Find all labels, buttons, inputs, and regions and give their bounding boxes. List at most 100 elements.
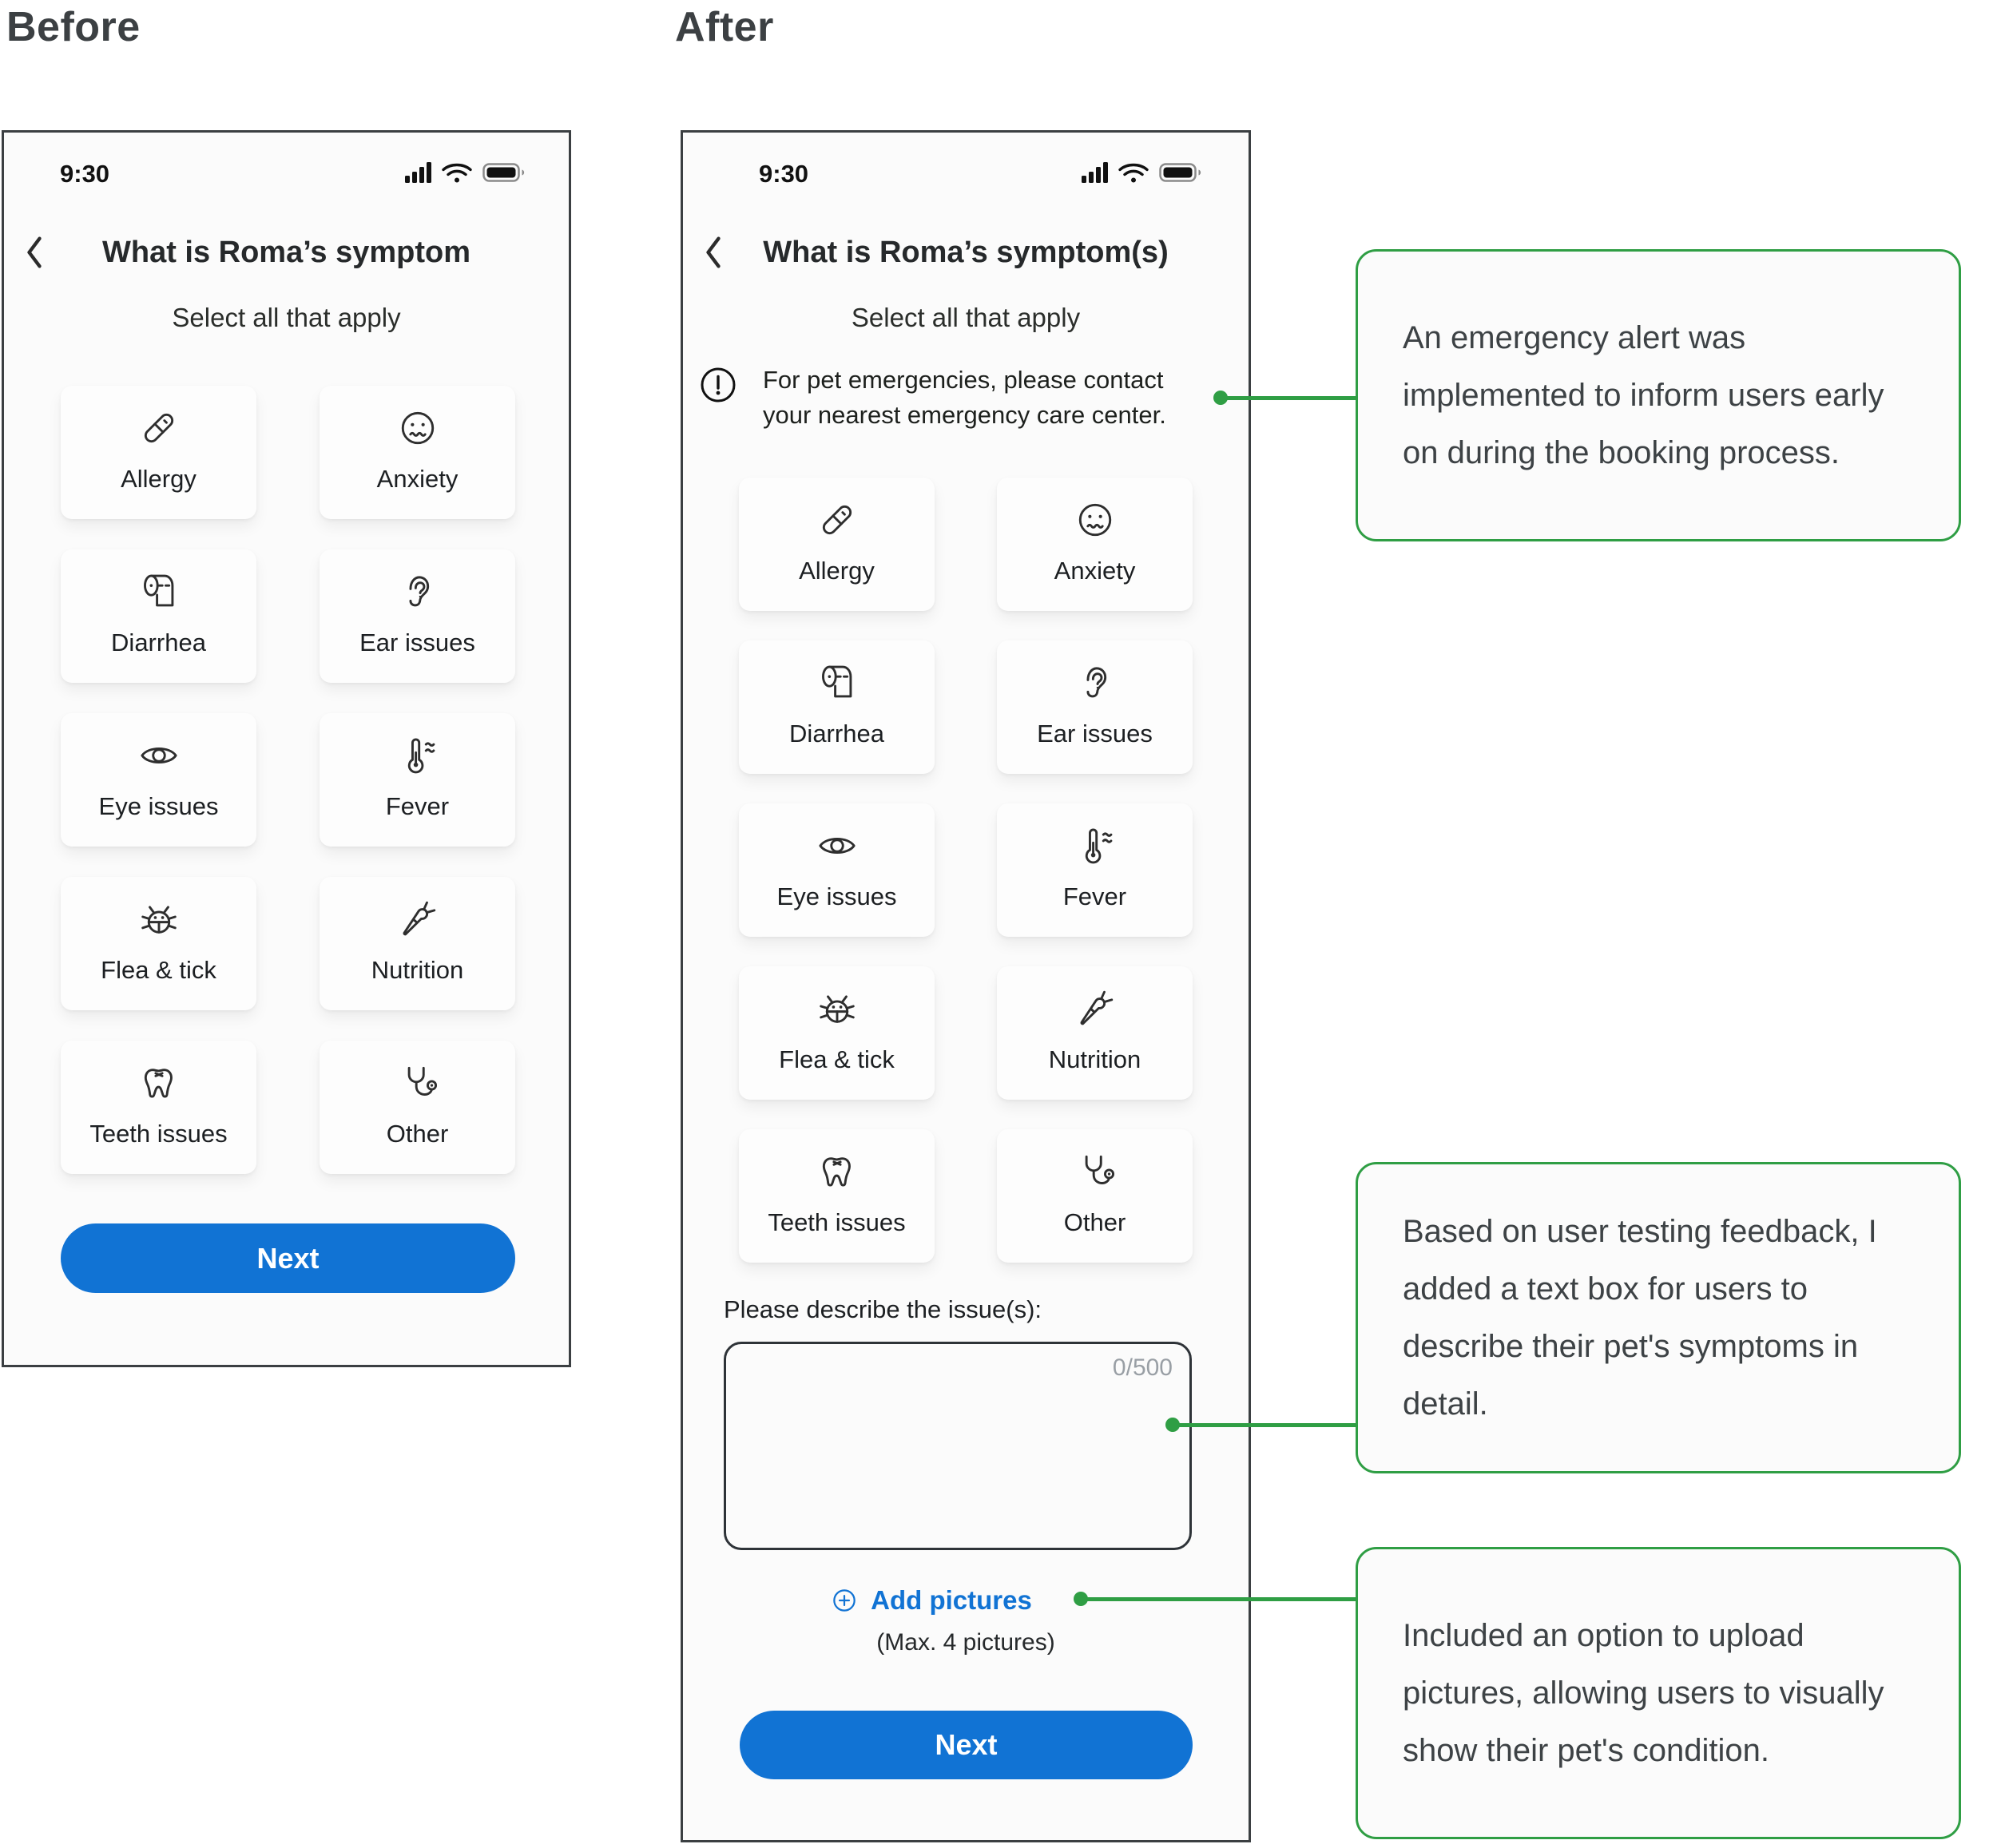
symptom-label: Fever [1062, 882, 1127, 910]
pill-icon [136, 405, 182, 451]
connector-line-textbox [1173, 1423, 1356, 1427]
battery-icon [482, 161, 527, 188]
symptom-label: Nutrition [1048, 1045, 1141, 1073]
add-pictures-label: Add pictures [871, 1585, 1032, 1615]
issue-description-input[interactable] [724, 1342, 1192, 1550]
thermometer-icon [1072, 823, 1118, 869]
symptom-card-flea-tick[interactable]: Flea & tick [739, 966, 935, 1100]
bug-icon [814, 985, 860, 1032]
symptom-label: Eye issues [98, 792, 219, 820]
eye-icon [136, 732, 182, 779]
carrot-icon [395, 896, 441, 942]
emergency-alert-text: For pet emergencies, please contact your… [763, 366, 1166, 429]
describe-label: Please describe the issue(s): [724, 1295, 1042, 1323]
tooth-icon [136, 1060, 182, 1106]
annotation-emergency-alert: An emergency alert was implemented to in… [1356, 249, 1961, 541]
symptom-card-eye-issues[interactable]: Eye issues [61, 713, 256, 847]
symptom-card-other[interactable]: Other [320, 1041, 515, 1174]
symptom-card-anxiety[interactable]: Anxiety [997, 478, 1193, 611]
symptom-card-fever[interactable]: Fever [997, 803, 1193, 937]
symptom-label: Flea & tick [779, 1045, 895, 1073]
battery-icon [1159, 161, 1204, 188]
symptom-label: Allergy [121, 465, 197, 493]
symptom-card-nutrition[interactable]: Nutrition [320, 877, 515, 1010]
status-bar: 9:30 [4, 160, 569, 188]
page-title: What is Roma’s symptom(s) [763, 236, 1169, 269]
back-icon[interactable] [24, 235, 45, 270]
symptom-label: Anxiety [1054, 557, 1136, 585]
before-label: Before [6, 4, 141, 50]
annotation-text: An emergency alert was implemented to in… [1403, 320, 1884, 470]
connector-dot-emergency [1213, 391, 1228, 405]
annotation-text-box: Based on user testing feedback, I added … [1356, 1162, 1961, 1473]
symptom-label: Nutrition [371, 956, 464, 984]
wifi-icon [1118, 161, 1149, 188]
plus-circle-icon [829, 1585, 860, 1616]
symptom-label: Ear issues [359, 629, 475, 656]
connector-dot-pictures [1074, 1592, 1088, 1606]
connector-line-emergency [1221, 396, 1356, 400]
symptom-card-diarrhea[interactable]: Diarrhea [739, 640, 935, 774]
symptom-card-other[interactable]: Other [997, 1129, 1193, 1263]
thermometer-icon [395, 732, 441, 779]
symptom-card-teeth-issues[interactable]: Teeth issues [739, 1129, 935, 1263]
symptom-card-fever[interactable]: Fever [320, 713, 515, 847]
symptom-label: Allergy [799, 557, 875, 585]
stethoscope-icon [1072, 1148, 1118, 1195]
stethoscope-icon [395, 1060, 441, 1106]
status-bar: 9:30 [683, 160, 1249, 188]
ear-icon [395, 569, 441, 615]
symptom-card-allergy[interactable]: Allergy [61, 386, 256, 519]
symptom-card-flea-tick[interactable]: Flea & tick [61, 877, 256, 1010]
next-button[interactable]: Next [61, 1223, 515, 1293]
symptom-label: Other [386, 1120, 449, 1148]
after-phone-frame: 9:30 What is Roma’s symptom(s) Select al… [681, 130, 1251, 1842]
bug-icon [136, 896, 182, 942]
ear-icon [1072, 660, 1118, 706]
after-label: After [675, 4, 774, 50]
symptom-label: Diarrhea [789, 720, 884, 748]
annotation-upload-pictures: Included an option to upload pictures, a… [1356, 1547, 1961, 1839]
pill-icon [814, 497, 860, 543]
symptom-label: Ear issues [1037, 720, 1153, 748]
subtitle: Select all that apply [851, 303, 1081, 332]
symptom-card-allergy[interactable]: Allergy [739, 478, 935, 611]
connector-line-pictures [1081, 1597, 1356, 1601]
next-button[interactable]: Next [740, 1711, 1193, 1779]
symptom-label: Eye issues [776, 882, 897, 910]
wifi-icon [441, 161, 473, 188]
annotation-text: Based on user testing feedback, I added … [1403, 1214, 1877, 1422]
symptom-label: Other [1063, 1208, 1126, 1236]
tooth-icon [814, 1148, 860, 1195]
page-title: What is Roma’s symptom [101, 236, 470, 269]
signal-icon [405, 162, 431, 187]
toilet-paper-icon [136, 569, 182, 615]
anxious-face-icon [1072, 497, 1118, 543]
symptom-card-anxiety[interactable]: Anxiety [320, 386, 515, 519]
symptom-card-nutrition[interactable]: Nutrition [997, 966, 1193, 1100]
toilet-paper-icon [814, 660, 860, 706]
eye-icon [814, 823, 860, 869]
anxious-face-icon [395, 405, 441, 451]
symptom-label: Anxiety [376, 465, 459, 493]
symptom-label: Flea & tick [101, 956, 216, 984]
symptom-card-eye-issues[interactable]: Eye issues [739, 803, 935, 937]
add-pictures-button[interactable]: Add pictures [683, 1583, 1178, 1618]
symptom-card-ear-issues[interactable]: Ear issues [997, 640, 1193, 774]
before-phone-frame: 9:30 What is Roma’s symptom Select all t… [2, 130, 571, 1367]
signal-icon [1082, 162, 1108, 187]
symptom-label: Teeth issues [768, 1208, 906, 1236]
symptom-card-diarrhea[interactable]: Diarrhea [61, 549, 256, 683]
alert-circle-icon [699, 366, 737, 404]
status-time: 9:30 [759, 160, 809, 188]
symptom-card-ear-issues[interactable]: Ear issues [320, 549, 515, 683]
emergency-alert: For pet emergencies, please contact your… [699, 363, 1178, 433]
symptom-label: Teeth issues [89, 1120, 228, 1148]
symptom-card-teeth-issues[interactable]: Teeth issues [61, 1041, 256, 1174]
symptom-label: Fever [385, 792, 450, 820]
back-icon[interactable] [703, 235, 724, 270]
annotation-text: Included an option to upload pictures, a… [1403, 1618, 1884, 1768]
carrot-icon [1072, 985, 1118, 1032]
